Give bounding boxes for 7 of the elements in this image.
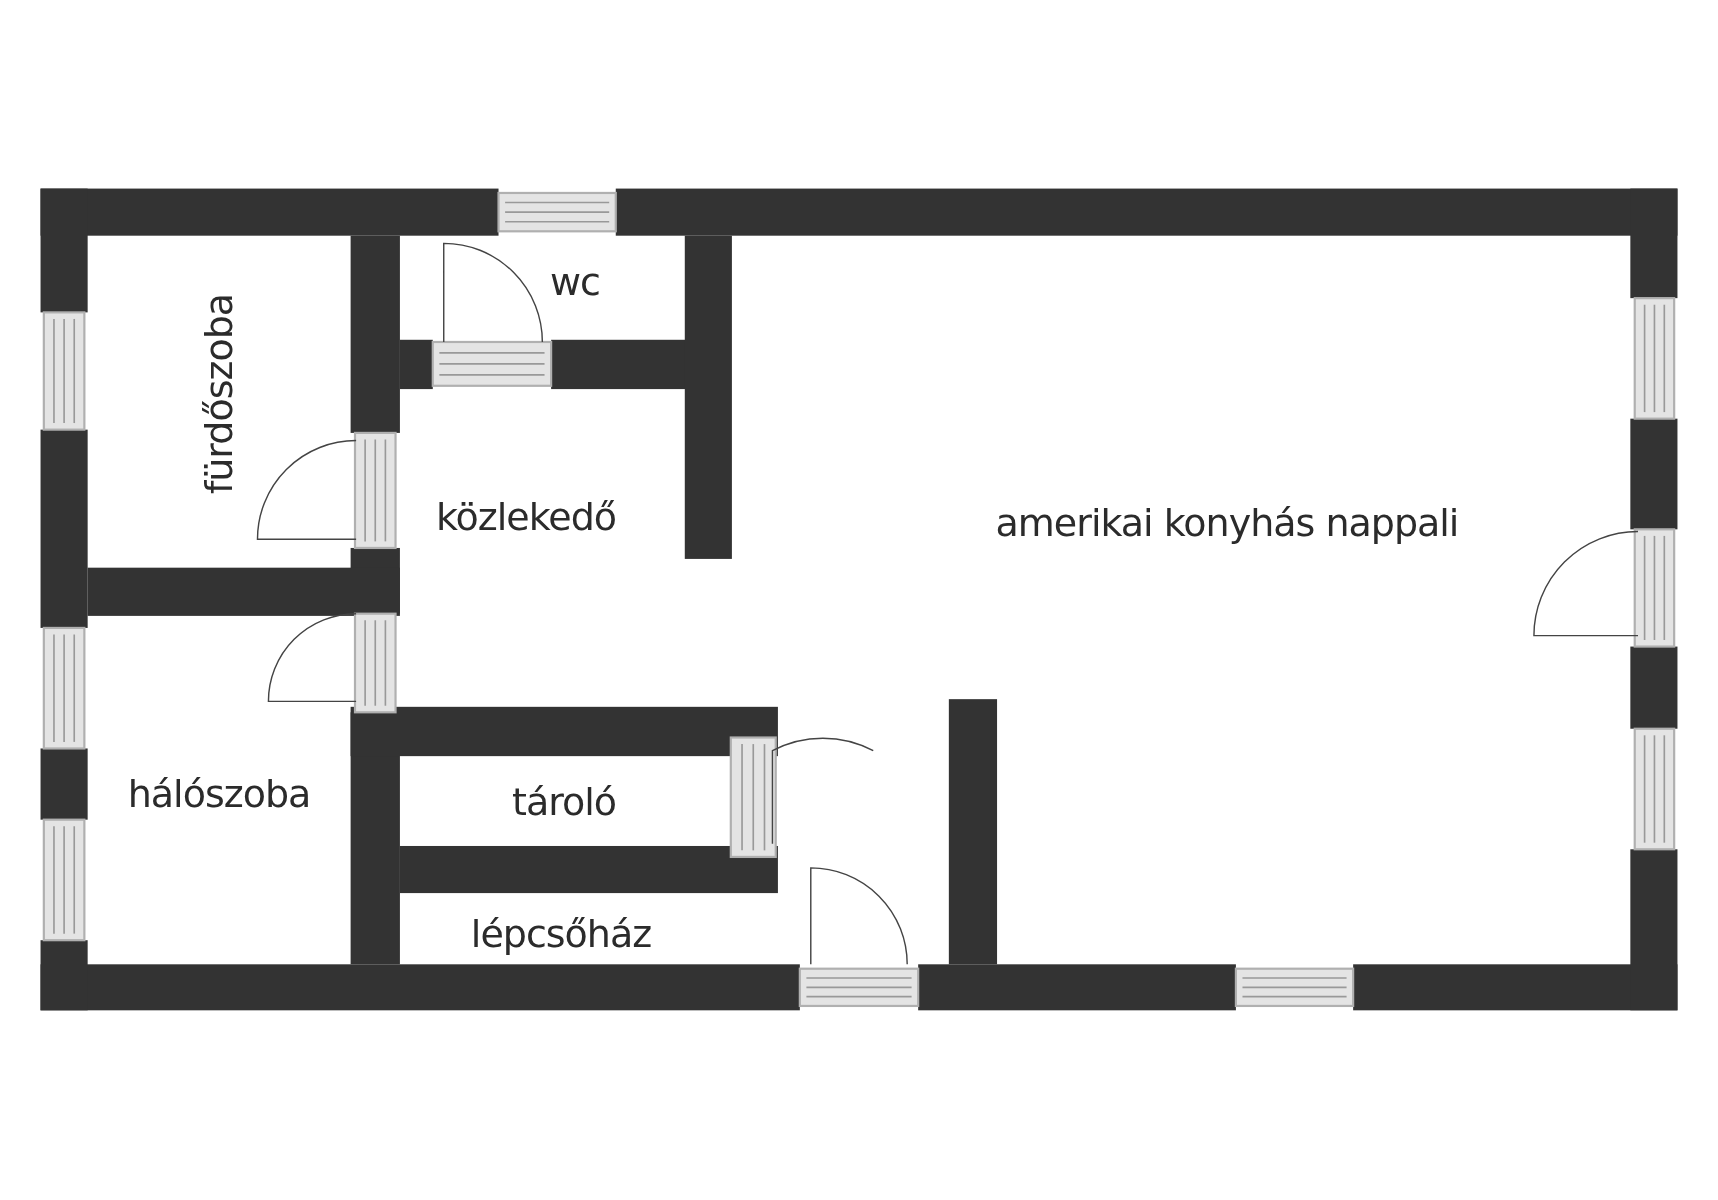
room-label: tároló — [512, 780, 616, 824]
room-label: wc — [550, 260, 600, 304]
room-label: közlekedő — [435, 495, 617, 539]
room-label: lépcsőház — [470, 912, 652, 956]
room-label: hálószoba — [127, 772, 311, 816]
room-label: amerikai konyhás nappali — [995, 501, 1459, 545]
room-label: fürdőszoba — [197, 293, 241, 495]
